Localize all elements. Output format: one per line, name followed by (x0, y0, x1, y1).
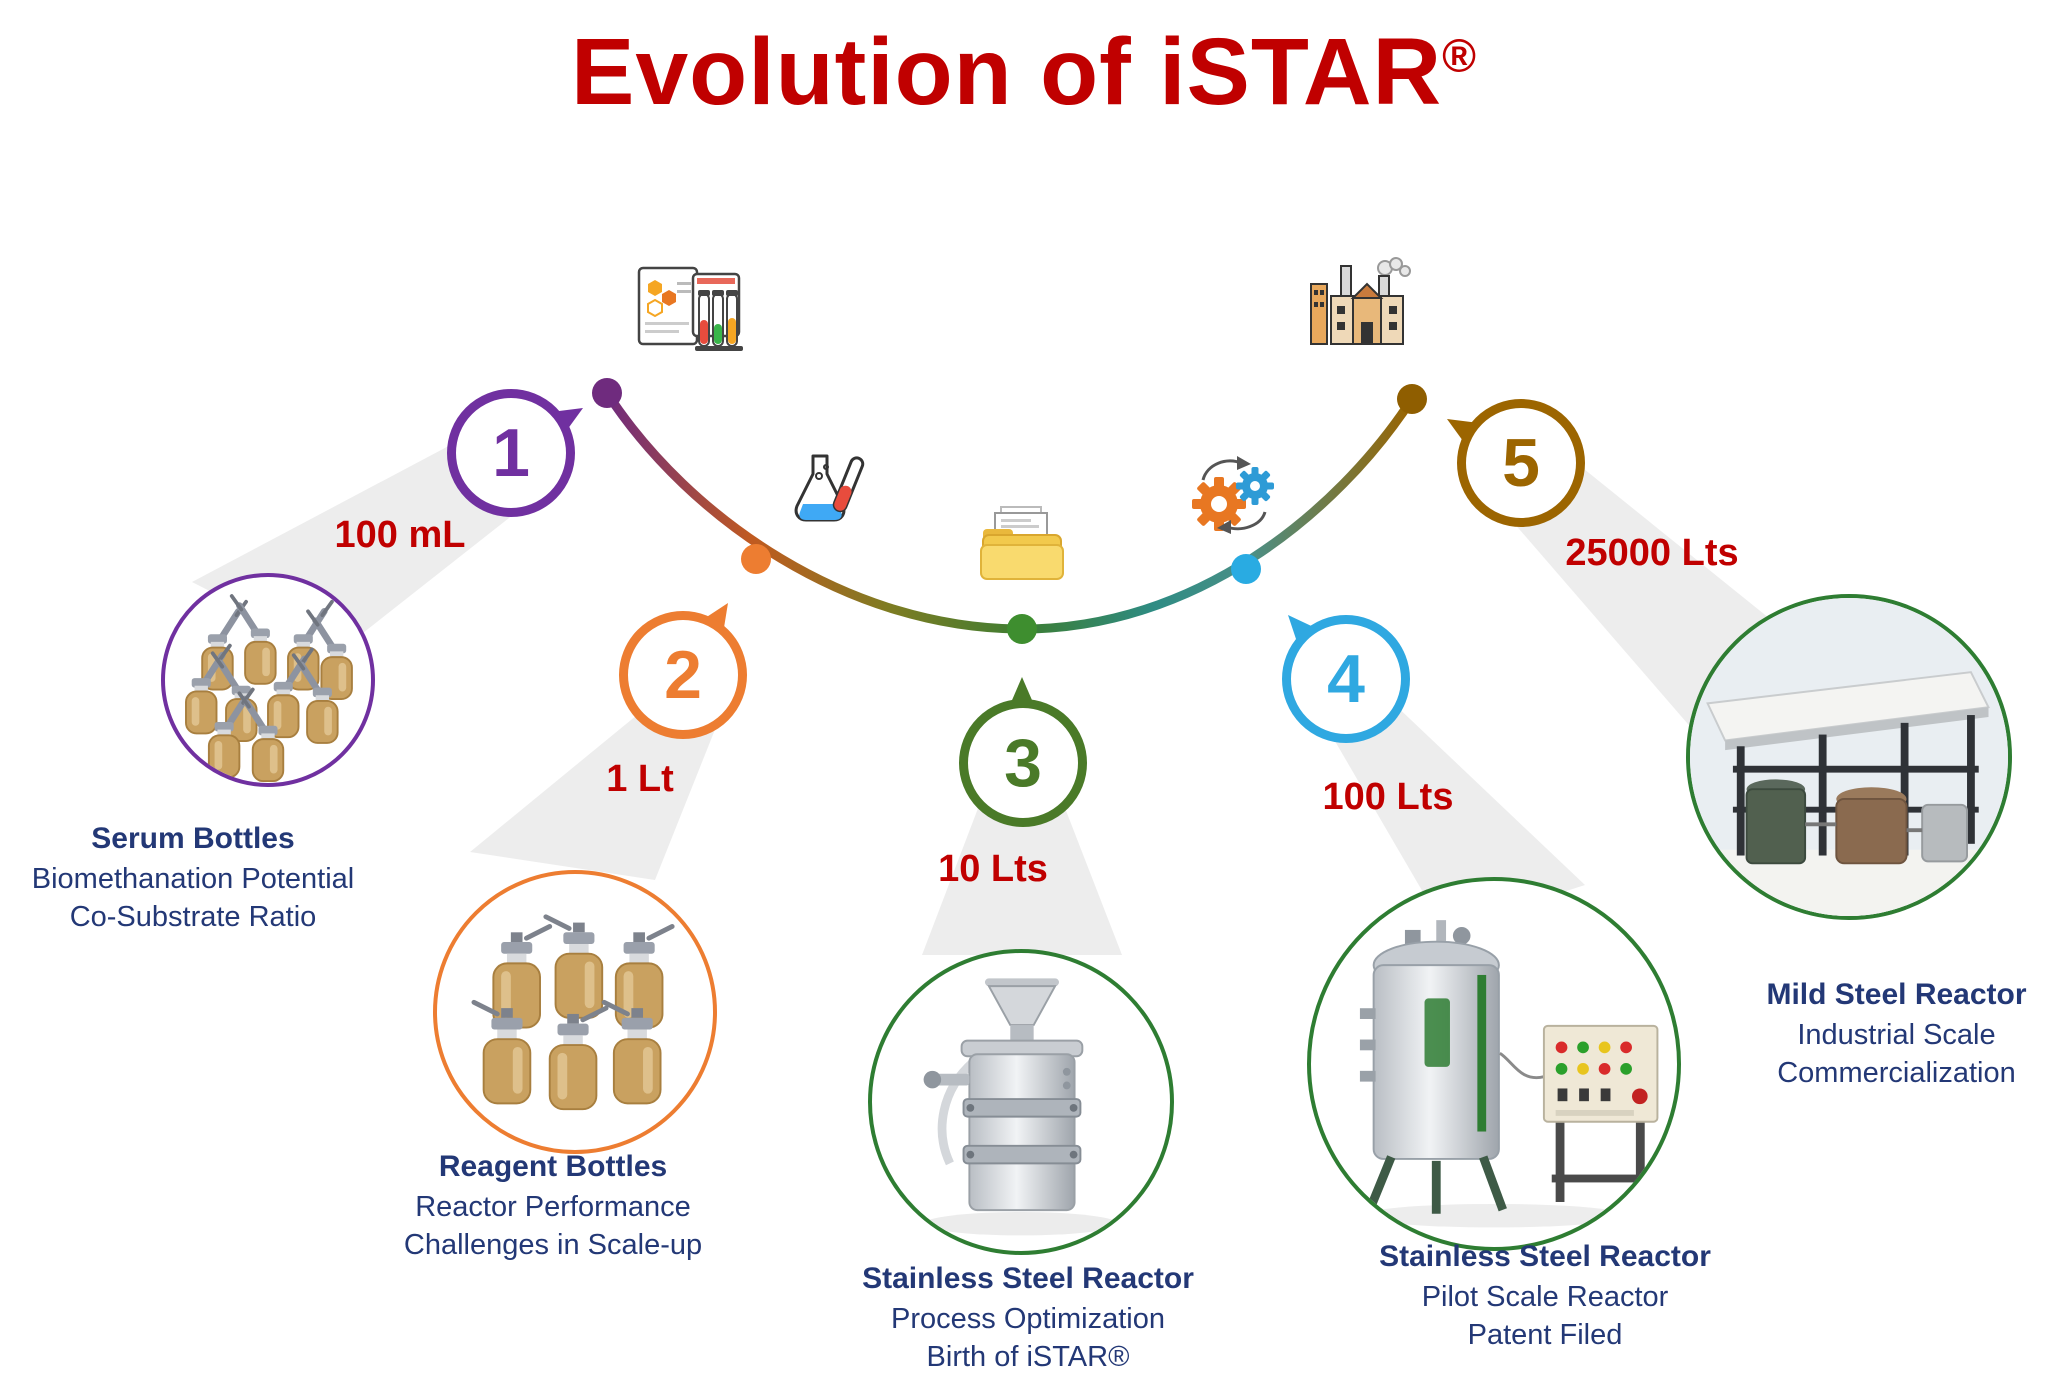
node-dot-1 (592, 378, 622, 408)
page-title-text: Evolution of iSTAR (570, 19, 1443, 125)
flasks-icon (775, 448, 870, 533)
stainless-reactor-photo (868, 949, 1174, 1255)
stage-3-line: Process Optimization (891, 1303, 1165, 1335)
stage-2-line: Reactor Performance (415, 1191, 691, 1223)
stage-3-title: Stainless Steel Reactor (862, 1262, 1194, 1295)
stage-4-volume: 100 Lts (1322, 776, 1454, 818)
reagent-bottles-photo (433, 870, 717, 1154)
stage-1-line: Biomethanation Potential (31, 863, 355, 895)
stage-2-badge: 2 (619, 611, 747, 739)
node-dot-3 (1007, 614, 1037, 644)
stage-4-line: Pilot Scale Reactor (1421, 1281, 1669, 1313)
stage-1-badge: 1 (447, 389, 575, 517)
stage-3-number: 3 (1004, 725, 1042, 801)
page-title: Evolution of iSTAR® (0, 18, 2048, 127)
pilot-reactor-photo (1307, 877, 1681, 1251)
factory-icon (1305, 256, 1415, 351)
stage-4-badge: 4 (1282, 615, 1410, 743)
stage-3-badge: 3 (959, 699, 1087, 827)
industrial-reactor-photo (1686, 594, 2012, 920)
stage-1-caption: Serum Bottles Biomethanation Potential C… (8, 822, 378, 936)
stage-1-number: 1 (492, 415, 530, 491)
registered-mark: ® (1442, 29, 1478, 82)
stage-3-caption: Stainless Steel Reactor Process Optimiza… (843, 1262, 1213, 1376)
stage-1-volume: 100 mL (334, 514, 466, 556)
stage-3-line: Birth of iSTAR® (926, 1340, 1130, 1373)
beam-4 (1318, 700, 1585, 930)
stage-5-title: Mild Steel Reactor (1766, 978, 2027, 1011)
gears-icon (1185, 450, 1280, 535)
node-dot-5 (1397, 384, 1427, 414)
node-dot-2 (741, 544, 771, 574)
stage-2-line: Challenges in Scale-up (403, 1228, 703, 1261)
stage-1-title: Serum Bottles (91, 822, 295, 855)
stage-1-line: Co-Substrate Ratio (69, 900, 317, 933)
stage-5-caption: Mild Steel Reactor Industrial Scale Comm… (1745, 978, 2048, 1092)
stage-4-title: Stainless Steel Reactor (1379, 1240, 1711, 1273)
beam-2 (470, 706, 722, 880)
stage-2-volume: 1 Lt (606, 758, 674, 800)
stage-2-caption: Reagent Bottles Reactor Performance Chal… (368, 1150, 738, 1264)
stage-3-volume: 10 Lts (938, 848, 1048, 890)
stage-2-title: Reagent Bottles (438, 1150, 668, 1183)
stage-5-line: Industrial Scale (1797, 1019, 1996, 1051)
stage-5-badge: 5 (1457, 399, 1585, 527)
stage-4-caption: Stainless Steel Reactor Pilot Scale Reac… (1360, 1240, 1730, 1354)
stage-5-line: Commercialization (1777, 1056, 2016, 1089)
node-dot-4 (1231, 554, 1261, 584)
stage-4-line: Patent Filed (1467, 1318, 1623, 1351)
stage-5-number: 5 (1502, 425, 1540, 501)
timeline-node-dots (592, 378, 1427, 644)
lab-analysis-icon (635, 262, 745, 362)
stage-4-number: 4 (1327, 641, 1365, 717)
documents-folder-icon (975, 505, 1070, 585)
stage-2-number: 2 (664, 637, 702, 713)
stage-5-volume: 25000 Lts (1565, 532, 1739, 574)
serum-bottles-photo (161, 573, 375, 787)
beam-3 (922, 790, 1122, 955)
